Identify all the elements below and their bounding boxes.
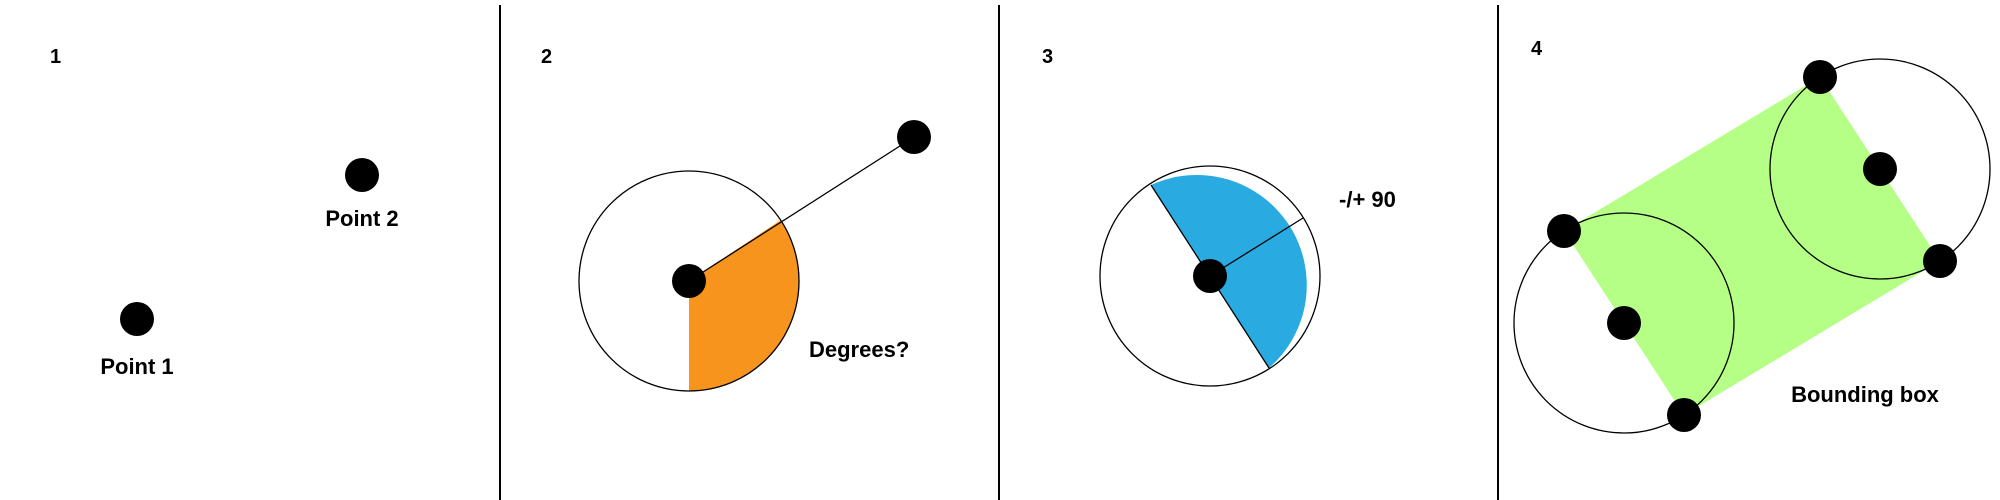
panel-4-number: 4 (1531, 38, 1543, 60)
box-corner-marker (1923, 244, 1957, 278)
connecting-line (1209, 217, 1304, 277)
point-2-marker (897, 120, 931, 154)
panel-3: 3 -/+ 90 (1042, 46, 1396, 387)
rotation-circle (1769, 58, 1991, 280)
panel-3-number: 3 (1042, 46, 1053, 68)
bounding-box-area (1564, 77, 1940, 415)
rotation-circle (578, 170, 800, 392)
point-1-marker (672, 264, 706, 298)
point-2-label: Point 2 (325, 206, 398, 231)
rotation-circle (1099, 165, 1321, 387)
point-2-marker (1863, 152, 1897, 186)
box-corner-marker (1803, 60, 1837, 94)
center-point-marker (1193, 259, 1227, 293)
rotation-label: -/+ 90 (1339, 187, 1396, 212)
panel-2-number: 2 (541, 46, 552, 68)
box-corner-marker (1547, 214, 1581, 248)
panel-4: 4 Bounding box (1513, 38, 1991, 434)
rotation-circle (1513, 212, 1735, 434)
point-1-marker (1607, 306, 1641, 340)
point-2-marker (345, 158, 379, 192)
bounding-box-label: Bounding box (1791, 382, 1940, 407)
connecting-line (688, 136, 915, 282)
panel-1-number: 1 (50, 46, 61, 68)
box-corner-marker (1667, 398, 1701, 432)
panel-1: 1 Point 1 Point 2 (50, 46, 399, 379)
panel-2: 2 Degrees? (541, 46, 931, 392)
degrees-question-label: Degrees? (809, 337, 909, 362)
point-1-label: Point 1 (100, 354, 173, 379)
perpendicular-half-circle (1151, 175, 1307, 368)
point-1-marker (120, 302, 154, 336)
